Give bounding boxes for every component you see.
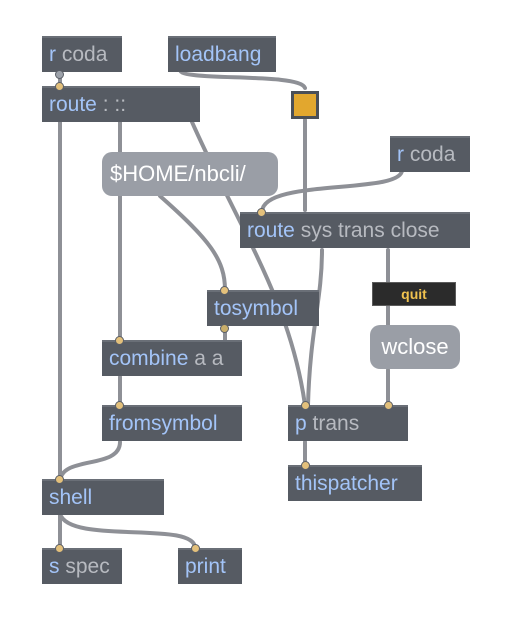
inlet[interactable] bbox=[384, 401, 393, 410]
object-class: thispatcher bbox=[295, 472, 398, 495]
object-class: tosymbol bbox=[214, 297, 299, 320]
route-sys-trans-close-object[interactable]: route sys trans close bbox=[240, 212, 470, 248]
route-object[interactable]: route : :: bbox=[42, 86, 200, 122]
thispatcher-object[interactable]: thispatcher bbox=[288, 465, 422, 501]
object-class: fromsymbol bbox=[109, 412, 218, 435]
loadbang-object[interactable]: loadbang bbox=[168, 36, 276, 72]
quit-comment: quit bbox=[372, 282, 456, 306]
wclose-message[interactable]: wclose bbox=[370, 325, 460, 369]
object-args: coda bbox=[61, 43, 108, 66]
object-class: s bbox=[49, 555, 60, 578]
inlet[interactable] bbox=[301, 401, 310, 410]
object-class: route bbox=[49, 93, 97, 116]
outlet[interactable] bbox=[55, 70, 64, 79]
object-class: print bbox=[185, 555, 226, 578]
object-class: shell bbox=[49, 486, 93, 509]
object-class: r bbox=[397, 143, 404, 166]
shell-object[interactable]: shell bbox=[42, 479, 164, 515]
r-coda-object[interactable]: r coda bbox=[42, 36, 122, 72]
comment-text: quit bbox=[401, 286, 427, 302]
object-args: trans bbox=[312, 412, 360, 435]
object-class: route bbox=[247, 219, 295, 242]
inlet[interactable] bbox=[301, 461, 310, 470]
s-spec-object[interactable]: s spec bbox=[42, 548, 122, 584]
cord bbox=[58, 440, 122, 484]
home-path-message[interactable]: $HOME/nbcli/ bbox=[102, 152, 278, 196]
object-args: : :: bbox=[102, 93, 127, 116]
object-args: spec bbox=[65, 555, 110, 578]
object-class: combine bbox=[109, 347, 189, 370]
cord bbox=[306, 248, 324, 407]
cord bbox=[158, 194, 227, 292]
inlet[interactable] bbox=[55, 544, 64, 553]
inlet[interactable] bbox=[220, 286, 229, 295]
cord bbox=[260, 168, 404, 214]
cord bbox=[58, 512, 197, 550]
object-args: a a bbox=[194, 347, 224, 370]
object-args: sys trans close bbox=[300, 219, 440, 242]
p-trans-object[interactable]: p trans bbox=[288, 405, 408, 441]
object-class: loadbang bbox=[175, 43, 262, 66]
object-class: r bbox=[49, 43, 56, 66]
inlet[interactable] bbox=[115, 336, 124, 345]
fromsymbol-object[interactable]: fromsymbol bbox=[102, 405, 242, 441]
object-class: p bbox=[295, 412, 307, 435]
inlet[interactable] bbox=[55, 82, 64, 91]
object-args: coda bbox=[409, 143, 456, 166]
tosymbol-object[interactable]: tosymbol bbox=[207, 290, 319, 326]
print-object[interactable]: print bbox=[178, 548, 242, 584]
cord bbox=[178, 68, 307, 90]
message-text: $HOME/nbcli/ bbox=[110, 161, 246, 186]
combine-object[interactable]: combine a a bbox=[102, 340, 242, 376]
outlet[interactable] bbox=[220, 324, 229, 333]
bang-button[interactable] bbox=[291, 91, 319, 119]
message-text: wclose bbox=[381, 334, 449, 359]
inlet[interactable] bbox=[257, 208, 266, 217]
inlet[interactable] bbox=[115, 401, 124, 410]
inlet[interactable] bbox=[55, 475, 64, 484]
r-coda-object[interactable]: r coda bbox=[390, 136, 470, 172]
inlet[interactable] bbox=[191, 544, 200, 553]
